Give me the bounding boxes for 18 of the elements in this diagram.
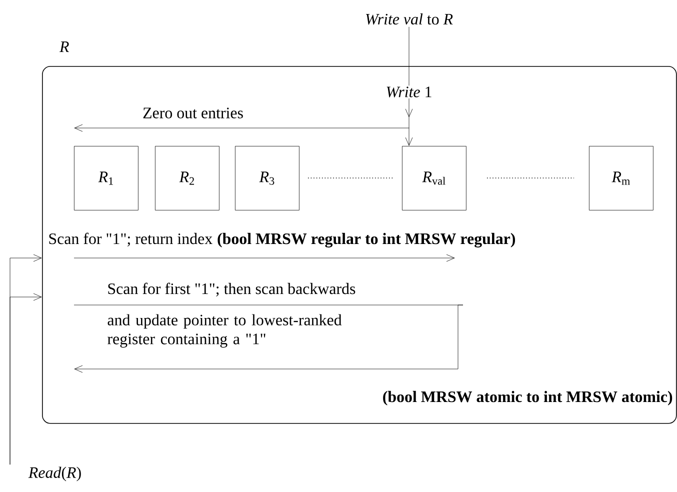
mapping-note: (bool MRSW atomic to int MRSW atomic)	[383, 390, 672, 406]
arrow	[10, 293, 42, 465]
arrow	[74, 124, 410, 132]
register-cell: R$_{2}$	[155, 146, 220, 210]
edge-label: Write 1	[384, 86, 434, 98]
operation-text: Read(R)	[28, 466, 81, 482]
scan-note: Scan for "1"; return index	[49, 232, 212, 246]
arrow	[405, 26, 413, 146]
register-cell: R$_{1}$	[74, 146, 138, 210]
register-cell: R$_{m}$	[589, 146, 654, 210]
node-label: R	[59, 42, 69, 52]
register-cell: R$_{val}$	[402, 146, 466, 210]
mapping-note: (bool MRSW regular to int MRSW regular)	[218, 232, 516, 248]
scan-note: and update pointer to lowest-ranked register containing a "1"	[108, 314, 342, 348]
operation-text: Write val to R	[366, 13, 453, 25]
register-cell: R$_{3}$	[235, 146, 300, 210]
scan-note: Scan for first "1"; then scan backwards	[108, 282, 356, 296]
edge-label: Zero out entries	[143, 108, 243, 118]
